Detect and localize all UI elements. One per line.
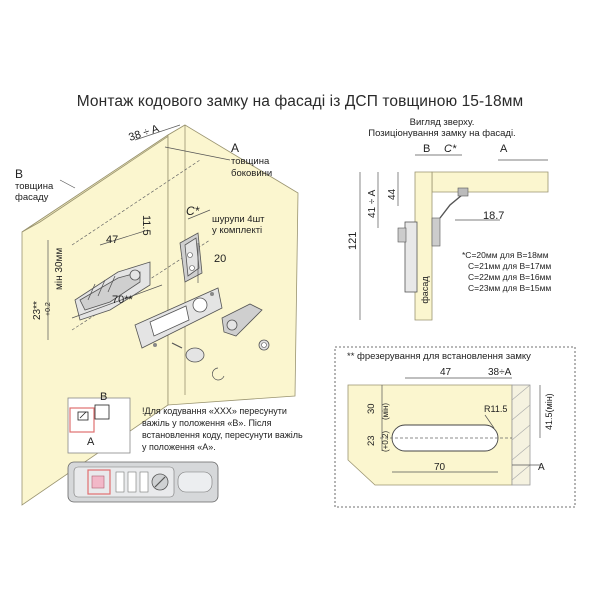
knob — [171, 342, 205, 363]
coding-note-line3: встановлення коду, пересунути важіль — [142, 430, 303, 440]
mill-dim-tol: (+0.2) — [381, 431, 390, 452]
bracket — [179, 232, 203, 283]
c-note-4: C=23мм для B=15мм — [468, 283, 551, 293]
label-a-line1: товщина — [231, 156, 270, 167]
milling-title: ** фрезерування для встановлення замку — [347, 351, 531, 362]
screws-line1: шурупи 4шт — [212, 214, 265, 225]
mill-dim-41-5: 41.5(мін) — [544, 393, 554, 430]
c-note-3: C=22мм для B=16мм — [468, 272, 551, 282]
mill-dim-23: 23 — [366, 435, 377, 446]
top-label-c: C* — [444, 143, 457, 155]
coding-inset: B A — [67, 391, 131, 454]
dim-41-a: 41 ÷ A — [367, 189, 378, 218]
top-caption-line1: Вигляд зверху. — [410, 117, 475, 128]
inset-label-a: A — [87, 436, 95, 448]
label-a-line2: боковини — [231, 168, 272, 179]
dim-121: 121 — [347, 232, 359, 250]
latch — [221, 303, 270, 351]
top-view: Вигляд зверху. Позиціонування замку на ф… — [347, 117, 551, 321]
screws-line2: у комплекті — [212, 225, 262, 236]
mill-dim-38-a: 38÷A — [488, 367, 512, 378]
mill-dim-30: 30 — [366, 403, 377, 414]
dim-11-5: 11.5 — [140, 215, 152, 236]
dim-38-a: 38 ÷ A — [127, 123, 161, 144]
milling-panel: ** фрезерування для встановлення замку 4… — [334, 346, 576, 508]
mill-label-a: A — [538, 462, 545, 473]
coding-note-line1: !Для кодування «ХХХ» пересунути — [142, 406, 287, 416]
c-note-2: C=21мм для B=17мм — [468, 261, 551, 271]
top-label-a: A — [500, 143, 508, 155]
c-note-1: *C=20мм для B=18мм — [462, 250, 549, 260]
top-facade-label: фасад — [420, 276, 430, 304]
label-b: B — [15, 167, 23, 181]
rotate-arrow — [212, 367, 225, 381]
mill-dim-r: R11.5 — [484, 404, 507, 414]
dim-44: 44 — [387, 188, 398, 200]
dim-30: мін 30мм — [54, 248, 65, 290]
label-b-line1: товщина — [15, 181, 54, 192]
top-side-panel — [431, 171, 549, 193]
milling-side-section — [511, 384, 531, 486]
lock-body — [74, 261, 151, 321]
lock-product-image — [67, 461, 219, 503]
page-title: Монтаж кодового замку на фасаді із ДСП т… — [76, 93, 524, 110]
top-caption-line2: Позиціонування замку на фасаді. — [368, 128, 515, 139]
front-plate — [134, 287, 223, 349]
coding-note-line2: важіль у положення «В». Після — [142, 418, 272, 428]
dim-23: 23** — [32, 301, 43, 320]
dim-tolerance: +0.2 — [45, 302, 52, 316]
label-b-line2: фасаду — [15, 192, 49, 203]
dim-c: C* — [186, 204, 200, 218]
dim-18-7: 18.7 — [483, 210, 504, 222]
dim-47: 47 — [106, 234, 118, 246]
mill-dim-70: 70 — [434, 462, 446, 473]
dim-20: 20 — [214, 253, 226, 265]
mill-dim-min: (мін) — [381, 403, 390, 420]
top-label-b: B — [423, 143, 430, 155]
mill-dim-47: 47 — [440, 367, 452, 378]
label-a: A — [231, 141, 239, 155]
isometric-view: 38 ÷ A A товщина боковини B товщина фаса… — [15, 123, 299, 506]
coding-note-line4: у положення «А». — [142, 442, 216, 452]
dim-70: 70** — [112, 294, 134, 306]
side-panel — [167, 124, 299, 406]
inset-label-b: B — [100, 391, 107, 403]
